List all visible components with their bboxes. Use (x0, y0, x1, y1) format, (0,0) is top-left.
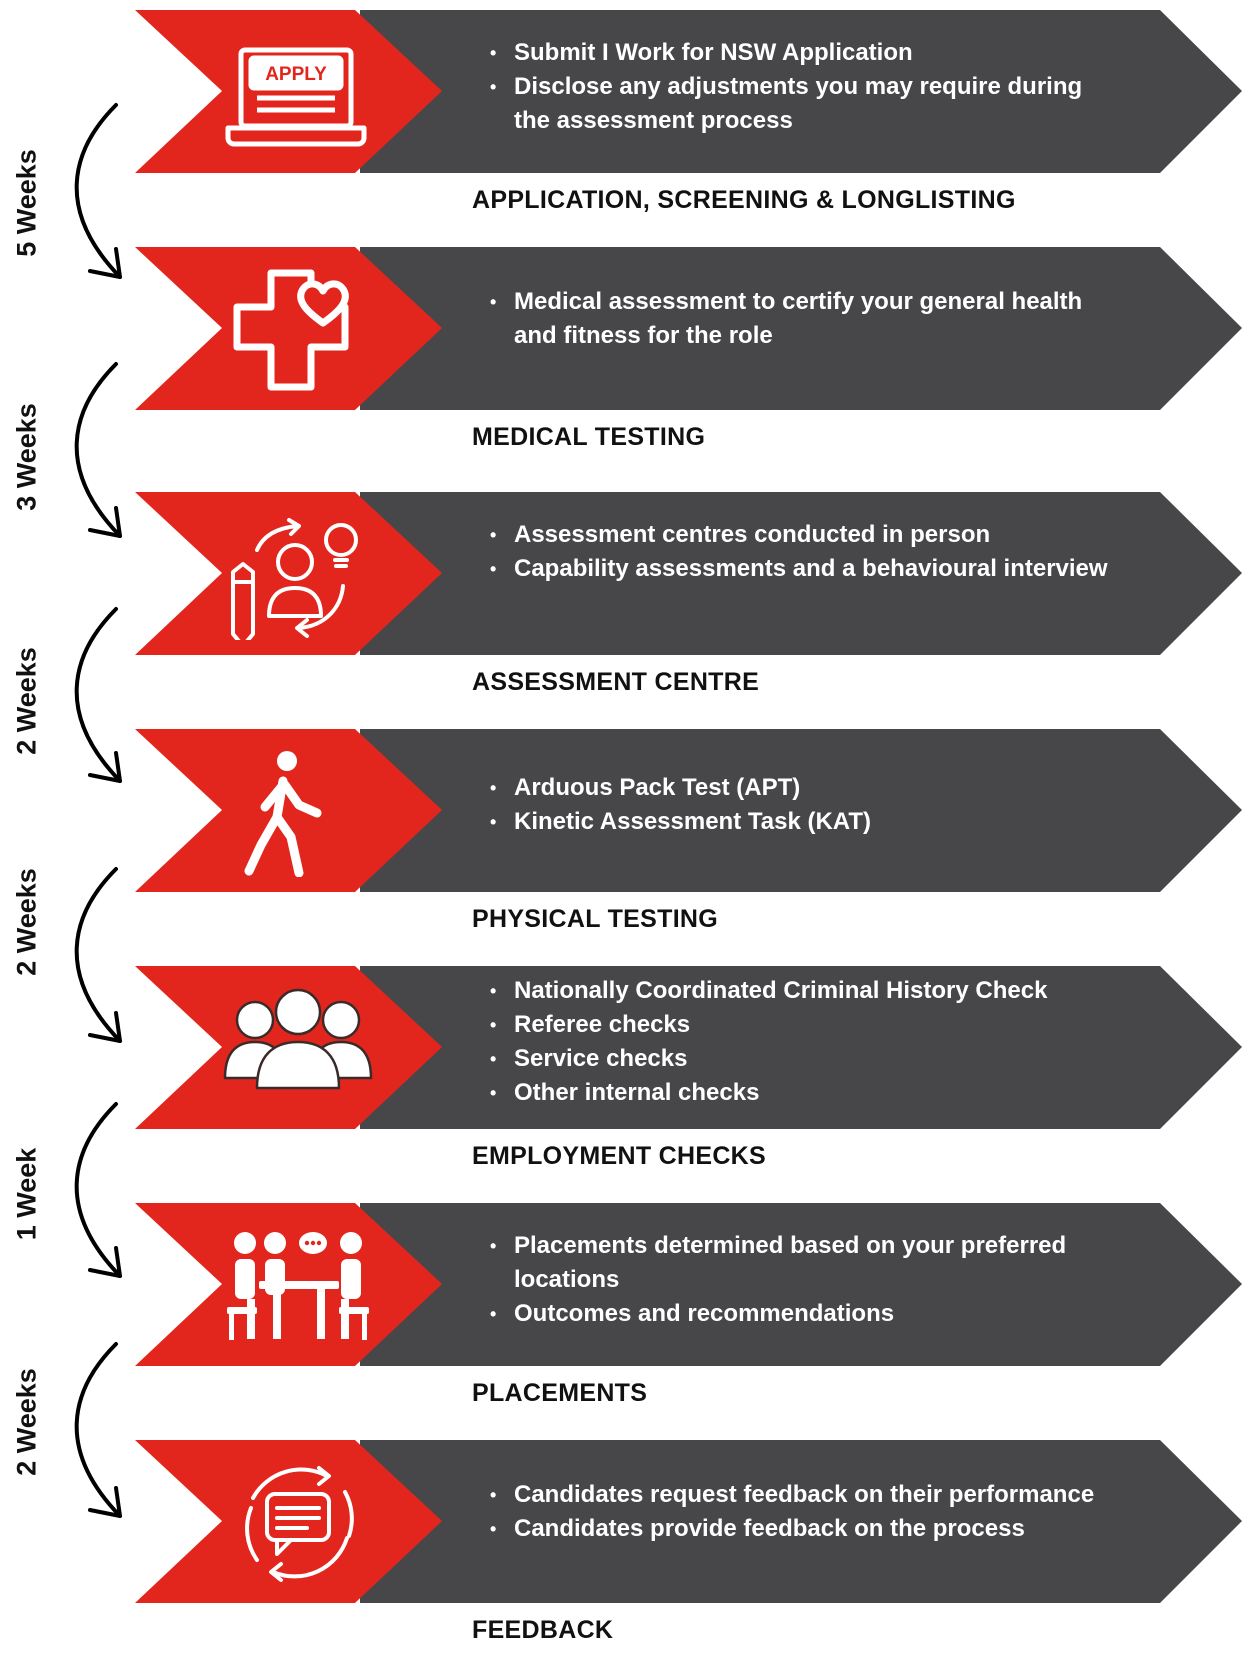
walking-person-icon (223, 747, 373, 878)
svg-text:APPLY: APPLY (265, 64, 327, 85)
stage-bullets: Submit I Work for NSW Application Disclo… (490, 36, 1115, 138)
bullet-item: Submit I Work for NSW Application (490, 36, 1115, 70)
stage-placements: Placements determined based on your pref… (0, 1203, 1255, 1407)
bullet-item: Candidates provide feedback on the proce… (490, 1512, 1115, 1546)
stage-application: APPLY Submit I Work for NSW Application … (0, 10, 1255, 214)
stage-title: APPLICATION, SCREENING & LONGLISTING (472, 186, 1016, 214)
assessment-person-pencil-lightbulb-icon (223, 510, 373, 648)
feedback-chat-icon (223, 1458, 373, 1588)
connector-arrow (74, 1102, 122, 1278)
bullet-item: Arduous Pack Test (APT) (490, 771, 1115, 805)
medical-cross-heart-icon (223, 265, 373, 395)
stage-title: EMPLOYMENT CHECKS (472, 1142, 767, 1170)
stage-title: PLACEMENTS (472, 1379, 648, 1407)
connector-arrow (74, 1342, 122, 1518)
stage-feedback: Candidates request feedback on their per… (0, 1440, 1255, 1657)
stage-bullets: Placements determined based on your pref… (490, 1229, 1115, 1331)
bullet-item: Capability assessments and a behavioural… (490, 552, 1115, 586)
apply-laptop-icon: APPLY (223, 28, 373, 158)
stage-bullets: Medical assessment to certify your gener… (490, 285, 1115, 353)
stage-employment-checks: Nationally Coordinated Criminal History … (0, 966, 1255, 1170)
stage-title: ASSESSMENT CENTRE (472, 668, 760, 696)
bullet-item: Referee checks (490, 1008, 1115, 1042)
bullet-item: Medical assessment to certify your gener… (490, 285, 1115, 353)
stage-title: MEDICAL TESTING (472, 423, 706, 451)
bullet-item: Other internal checks (490, 1076, 1115, 1110)
meeting-table-icon (223, 1221, 373, 1351)
stage-assessment-centre: Assessment centres conducted in person C… (0, 492, 1255, 696)
stage-title: PHYSICAL TESTING (472, 905, 719, 933)
bullet-item: Nationally Coordinated Criminal History … (490, 974, 1115, 1008)
group-people-icon (223, 984, 373, 1114)
bullet-item: Kinetic Assessment Task (KAT) (490, 805, 1115, 839)
stage-medical: Medical assessment to certify your gener… (0, 247, 1255, 451)
bullet-item: Candidates request feedback on their per… (490, 1478, 1115, 1512)
stage-title: FEEDBACK (472, 1616, 614, 1644)
bullet-item: Assessment centres conducted in person (490, 518, 1115, 552)
stage-bullets: Assessment centres conducted in person C… (490, 518, 1115, 586)
connector-arrow (74, 607, 122, 783)
connector-arrow (74, 103, 122, 279)
stage-bullets: Nationally Coordinated Criminal History … (490, 974, 1115, 1110)
stage-physical-testing: Arduous Pack Test (APT) Kinetic Assessme… (0, 729, 1255, 933)
bullet-item: Placements determined based on your pref… (490, 1229, 1115, 1297)
bullet-item: Service checks (490, 1042, 1115, 1076)
connector-arrow (74, 362, 122, 538)
stage-bullets: Arduous Pack Test (APT) Kinetic Assessme… (490, 771, 1115, 839)
bullet-item: Outcomes and recommendations (490, 1297, 1115, 1331)
connector-arrow (74, 867, 122, 1043)
bullet-item: Disclose any adjustments you may require… (490, 70, 1115, 138)
stage-bullets: Candidates request feedback on their per… (490, 1478, 1115, 1546)
